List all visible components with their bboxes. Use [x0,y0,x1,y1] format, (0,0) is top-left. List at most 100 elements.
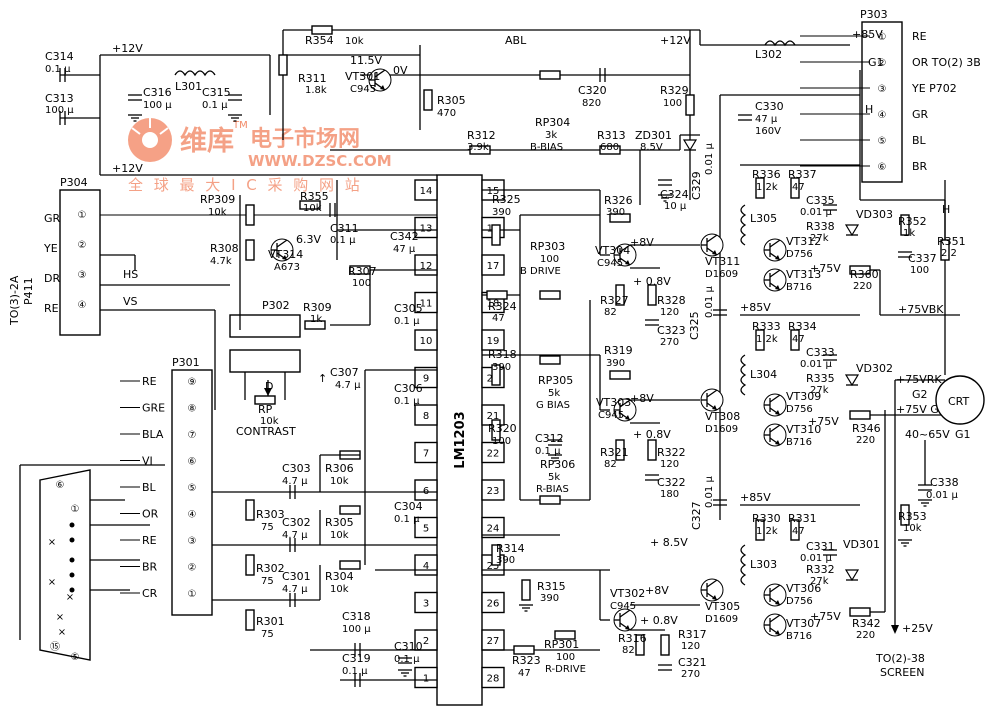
label-vt304: VT304 [595,244,630,257]
dsub-mark-3: × [56,612,64,623]
label-r353: R353 [898,510,927,523]
value-r312: 3.9k [467,142,489,153]
p301-label-2: BLA [142,428,164,441]
chip-pin-left-1: 1 [423,674,429,685]
label-r313: R313 [597,129,626,142]
p304-label-2: YE [43,242,58,255]
value-r337: 47 [792,182,805,193]
label-rp: RP [258,403,273,416]
value-r336: 1.2k [756,182,778,193]
dsub-contact [69,557,75,563]
chip-pin-right-23: 23 [487,486,500,497]
watermark: 维库 TM 电子市场网 WWW.DZSC.COM 全 球 最 大 I C 采 购… [128,118,392,194]
value-rp304: 3k [545,130,557,141]
chip-pin-right-19: 19 [487,336,500,347]
value-r303: 75 [261,522,274,533]
chip-pin-right-box [481,254,505,276]
chip-pin-right-21: 21 [487,411,500,422]
label-zd301: ZD301 [635,129,672,142]
watermark-url: WWW.DZSC.COM [248,152,392,170]
label-r330: R330 [752,512,781,525]
value-r313: 680 [600,142,619,153]
value-r315: 390 [540,593,559,604]
value-c337: 100 [910,265,929,276]
label-r304: R304 [325,570,354,583]
value-r329: 100 [663,98,682,109]
p301-label-5: OR [142,508,159,521]
value-r311: 1.8k [305,85,327,96]
value-c316: 100 μ [143,100,172,111]
label-l303: L303 [750,558,777,571]
p303-label-1: RE [912,30,927,43]
chip-pin-left-box [414,516,438,539]
chip-pin-left-8: 8 [423,411,429,422]
value-c302: 4.7 μ [282,530,308,541]
chip-pin-left-13: 13 [420,224,433,235]
label-r307: R307 [348,265,377,278]
chip-pin-left-9: 9 [423,374,429,385]
label-r355: R355 [300,190,329,203]
label-c301: C301 [282,570,311,583]
p301-pin-7: ② [188,563,197,574]
rail-75vgk: +75V GK [896,403,947,416]
value-r314: 390 [496,555,515,566]
p304-label-1: GR [44,212,61,225]
label-r317: R317 [678,628,707,641]
driver-stage [599,190,700,671]
value-r309: 1k [310,314,322,325]
p303-pin-2: ② [878,58,887,69]
label-vt309: VT309 [786,390,821,403]
label-r301: R301 [256,615,285,628]
rail-0v: 0V [393,64,408,77]
label-r303: R303 [256,508,285,521]
label-c303: C303 [282,462,311,475]
arrow-c307: ↑ [318,372,327,385]
rail-p12-a: +12V [112,42,143,55]
label-r323: R323 [512,654,541,667]
rail-25v: +25V [902,622,933,635]
chip-pin-right-24: 24 [487,524,500,535]
label-c314: C314 [45,50,74,63]
label-g2: G2 [912,388,928,401]
value-r305-top: 470 [437,108,456,119]
value-r305: 10k [330,530,349,541]
label-l302: L302 [755,48,782,61]
label-d: D [265,380,273,393]
value-c327: 0.01 μ [704,476,715,508]
label-rp301: RP301 [544,638,579,651]
label-c304: C304 [394,500,423,513]
label-l305: L305 [750,212,777,225]
label-vt306: VT306 [786,582,821,595]
value-r328: 120 [660,307,679,318]
label-vd301: VD301 [843,538,880,551]
name-rp305: G BIAS [536,400,570,411]
chip-pin-right-box [481,516,505,539]
p304-side-b: P411 [22,277,35,305]
p301-pin-8: ① [188,589,197,600]
value-r355: 10k [303,203,322,214]
p304-label-3: DR [44,272,60,285]
value-r333: 1.2k [756,334,778,345]
value-c315: 0.1 μ [202,100,228,111]
label-g1: G1 [955,428,971,441]
value-c306: 0.1 μ [394,396,420,407]
chip-pin-left-box [414,216,438,239]
label-c307: C307 [330,366,359,379]
p301-pin-2: ⑦ [188,430,197,441]
rail-75v-b: +75V [808,415,839,428]
value-vt314: A673 [274,262,300,273]
chip-pin-left-box [414,441,438,464]
chip-pin-right-box [481,441,505,464]
watermark-logo-icon [128,118,172,162]
label-vt305: VT305 [705,600,740,613]
dsub-contact [69,587,75,593]
label-rp305: RP305 [538,374,573,387]
label-c313: C313 [45,92,74,105]
value-vt307: B716 [786,631,812,642]
value-vt312: D756 [786,249,813,260]
label-c316: C316 [143,86,172,99]
p303-g1: G1 [868,56,884,69]
label-r324: R324 [488,300,517,313]
watermark-brand: 维库 [180,126,234,157]
